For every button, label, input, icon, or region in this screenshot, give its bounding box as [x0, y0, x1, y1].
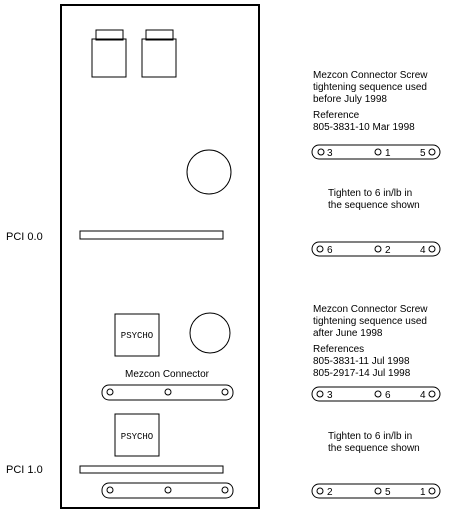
seq-before-b-label-3: 4: [420, 245, 426, 256]
psycho-chip-2-label: PSYCHO: [121, 432, 153, 442]
note-before-july: Mezcon Connector Screw tightening sequen…: [313, 70, 428, 133]
psycho-chip-2: [114, 413, 160, 457]
tighten-1-line-1: Tighten to 6 in/lb in: [328, 188, 412, 199]
sequence-after-b: 2 5 1: [311, 483, 441, 499]
seq-after-a-label-2: 6: [385, 390, 391, 401]
note-before-title-line-2: tightening sequence used: [313, 82, 427, 93]
pci1-label: PCI 1.0: [6, 464, 43, 476]
tighten-2-line-1: Tighten to 6 in/lb in: [328, 431, 412, 442]
board-outline: [60, 4, 260, 509]
note-after-june: Mezcon Connector Screw tightening sequen…: [313, 304, 428, 379]
board-mezcon-connector-upper: [101, 384, 234, 401]
seq-before-a-label-3: 5: [420, 148, 426, 159]
pci0-label: PCI 0.0: [6, 231, 43, 243]
note-before-title-line-3: before July 1998: [313, 94, 387, 105]
note-after-ref-line-1: 805-3831-11 Jul 1998: [313, 356, 410, 367]
board-mezcon-connector-lower: [101, 482, 234, 499]
top-connector-left: [91, 29, 127, 78]
sequence-after-a: 3 6 4: [311, 386, 441, 402]
seq-after-b-label-2: 5: [385, 487, 391, 498]
seq-before-a-label-1: 3: [327, 148, 333, 159]
tighten-2-line-2: the sequence shown: [328, 443, 420, 454]
note-before-ref-title: Reference: [313, 110, 360, 121]
pci0-slot: [79, 230, 224, 240]
note-after-title-line-2: tightening sequence used: [313, 316, 427, 327]
note-after-ref-line-2: 805-2917-14 Jul 1998: [313, 368, 411, 379]
seq-before-b-label-1: 6: [327, 245, 333, 256]
mezcon-connector-label: Mezcon Connector: [125, 369, 210, 380]
note-after-title-line-3: after June 1998: [313, 328, 383, 339]
round-component-lower: [189, 312, 231, 354]
psycho-chip-1: [114, 313, 160, 357]
note-before-title-line-1: Mezcon Connector Screw: [313, 70, 428, 81]
sequence-before-a: 3 1 5: [311, 144, 441, 160]
top-connector-right: [141, 29, 177, 78]
note-before-ref-line-1: 805-3831-10 Mar 1998: [313, 122, 415, 133]
seq-before-a-label-2: 1: [385, 148, 391, 159]
tighten-1-line-2: the sequence shown: [328, 200, 420, 211]
note-after-ref-title: References: [313, 344, 364, 355]
seq-after-a-label-3: 4: [420, 390, 426, 401]
sequence-before-b: 6 2 4: [311, 241, 441, 257]
seq-after-a-label-1: 3: [327, 390, 333, 401]
tighten-note-2: Tighten to 6 in/lb in the sequence shown: [328, 431, 420, 454]
seq-before-b-label-2: 2: [385, 245, 391, 256]
seq-after-b-label-1: 2: [327, 487, 333, 498]
seq-after-b-label-3: 1: [420, 487, 426, 498]
pci1-slot: [79, 465, 224, 474]
round-component-upper: [186, 149, 232, 195]
tighten-note-1: Tighten to 6 in/lb in the sequence shown: [328, 188, 420, 211]
note-after-title-line-1: Mezcon Connector Screw: [313, 304, 428, 315]
psycho-chip-1-label: PSYCHO: [121, 331, 153, 341]
